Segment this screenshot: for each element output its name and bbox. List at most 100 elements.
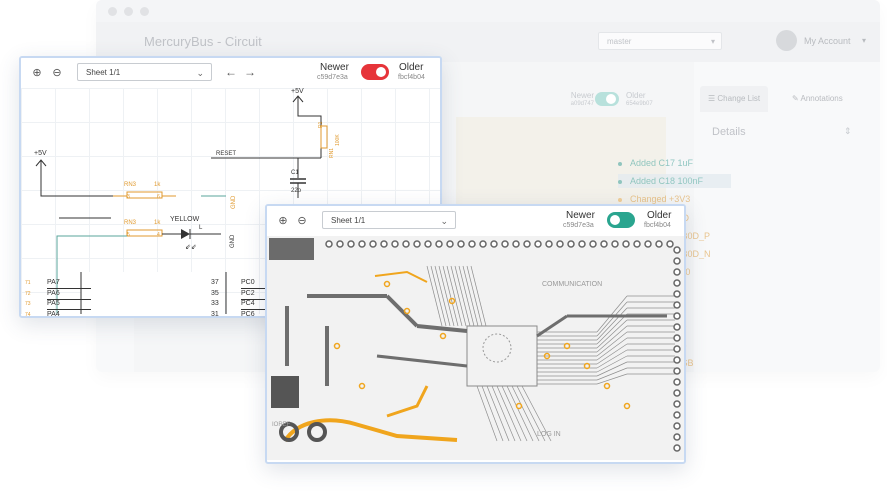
bullet-icon — [618, 198, 622, 203]
header-pad — [479, 240, 487, 248]
account-menu-label[interactable]: My Account — [804, 36, 851, 46]
avatar[interactable] — [776, 30, 797, 51]
newer-hash: c59d7e3a — [317, 74, 348, 81]
power-label: +5V — [34, 150, 47, 157]
pcb-trace — [501, 385, 528, 442]
zoom-out-icon[interactable]: ⊖ — [52, 67, 62, 79]
bg-newer-hash: a09d747 — [570, 101, 594, 107]
header-pad — [655, 240, 663, 248]
branch-select[interactable]: master ▾ — [598, 32, 722, 50]
pin-label: 5 — [127, 232, 130, 238]
pcb-trace — [430, 265, 447, 327]
pcb-trace — [496, 385, 522, 442]
bullet-icon — [618, 161, 622, 166]
header-pad — [578, 240, 586, 248]
power-label: +5V — [291, 88, 304, 95]
change-label: Added C17 1uF — [630, 158, 694, 168]
window-maximize-dot[interactable] — [140, 7, 149, 16]
pcb-trace — [506, 385, 534, 442]
pcb-viewer-panel: ⊕ ⊖ Sheet 1/1 ⌄ Newer c59d7e3a Older fbc… — [265, 204, 686, 464]
window-minimize-dot[interactable] — [124, 7, 133, 16]
list-item[interactable]: Changed +3V3 — [618, 192, 690, 206]
compare-toggle[interactable] — [607, 212, 635, 228]
pin-number: 71 — [25, 280, 31, 286]
bg-compare-toggle[interactable] — [595, 92, 619, 106]
schematic-toolbar: ⊕ ⊖ Sheet 1/1 ⌄ ← → Newer c59d7e3a Older… — [21, 58, 440, 88]
pcb-trace — [454, 265, 471, 327]
zoom-in-icon[interactable]: ⊕ — [278, 215, 288, 227]
header-pad — [336, 240, 344, 248]
connector-footprint — [269, 238, 314, 260]
arrow-right-icon[interactable]: → — [244, 65, 256, 79]
resistor-symbol — [126, 229, 163, 237]
header-pad — [380, 240, 388, 248]
led-symbol — [181, 229, 190, 239]
zoom-in-icon[interactable]: ⊕ — [32, 67, 42, 79]
mcu-center-ring — [482, 333, 512, 363]
via — [383, 280, 391, 288]
pcb-trace — [470, 265, 487, 327]
pin-name: PA6 — [47, 289, 91, 300]
schematic-drawing: +5V RN3 1k 3 6 GND RESET +5V 100K R1 RN1 — [34, 88, 341, 314]
header-pad — [457, 240, 465, 248]
header-pad — [424, 240, 432, 248]
header-pad — [347, 240, 355, 248]
header-pad — [391, 240, 399, 248]
led-ref: L — [199, 225, 203, 231]
header-pad — [611, 240, 619, 248]
header-pad — [673, 411, 681, 419]
header-pad — [673, 279, 681, 287]
gnd-label: GND — [230, 234, 236, 248]
tab-change-list[interactable]: ☰ Change List — [700, 86, 769, 112]
pcb-trace — [462, 265, 479, 327]
header-pad — [673, 444, 681, 452]
chevron-down-icon: ▾ — [862, 36, 867, 45]
header-pad — [673, 422, 681, 430]
list-item[interactable]: Added C18 100nF — [618, 174, 732, 189]
via — [603, 382, 611, 390]
ref-label: 100K — [335, 134, 341, 146]
header-pad — [673, 301, 681, 309]
header-pad — [325, 240, 333, 248]
via — [448, 297, 456, 305]
pcb-trace — [491, 385, 516, 442]
header-pad — [673, 290, 681, 298]
pcb-trace — [596, 373, 628, 385]
branch-select-value: master — [607, 37, 632, 46]
pin-label: 4 — [157, 232, 160, 238]
pcb-trace — [596, 355, 628, 373]
bg-newer-label: Newer a09d747 — [554, 91, 594, 107]
pcb-trace — [596, 325, 628, 353]
pcb-trace — [536, 314, 568, 338]
header-pad — [534, 240, 542, 248]
sort-icon[interactable]: ⇕ — [844, 126, 852, 136]
window-close-dot[interactable] — [108, 7, 117, 16]
pcb-trace — [596, 349, 628, 369]
pin-name: PA4 — [47, 310, 91, 317]
zoom-out-icon[interactable]: ⊖ — [297, 215, 307, 227]
pin-label: 6 — [157, 194, 160, 200]
pin-number: 74 — [25, 311, 31, 318]
app-title: MercuryBus - Circuit — [144, 34, 262, 49]
pcb-trace — [466, 265, 483, 327]
newer-label: Newer — [320, 62, 349, 73]
resistor-symbol — [320, 125, 328, 149]
sheet-select[interactable]: Sheet 1/1 ⌄ — [322, 211, 456, 229]
pcb-trace — [596, 361, 628, 377]
silk-label: COMMUNICATION — [542, 281, 602, 288]
pcb-canvas[interactable]: COMMUNICATION LOG IN IOREF — [267, 236, 684, 460]
chevron-down-icon: ⌄ — [196, 68, 204, 78]
tab-annotations[interactable]: ✎ Annotations — [792, 86, 843, 112]
toggle-knob — [610, 215, 620, 225]
header-pad — [600, 240, 608, 248]
compare-toggle[interactable] — [361, 64, 389, 80]
arrow-left-icon[interactable]: ← — [225, 65, 237, 79]
header-pad — [567, 240, 575, 248]
sheet-select[interactable]: Sheet 1/1 ⌄ — [77, 63, 212, 81]
list-item[interactable]: Added C17 1uF — [618, 156, 693, 170]
header-pad — [589, 240, 597, 248]
newer-hash: c59d7e3a — [563, 222, 594, 229]
